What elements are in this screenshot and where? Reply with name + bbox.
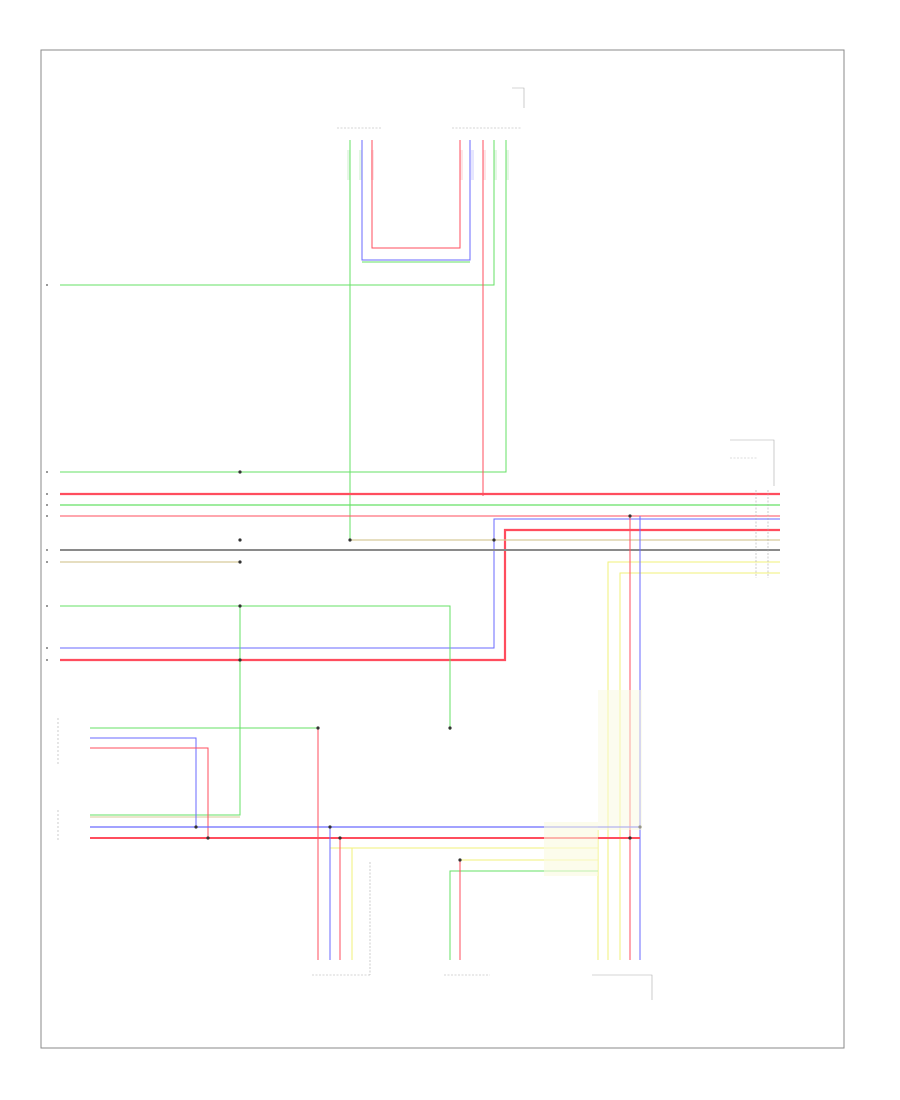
right-terminals: [755, 490, 769, 578]
component-bottom-right: [592, 974, 653, 1000]
top-wire-labels: [347, 150, 509, 180]
wire-red: [90, 747, 209, 838]
wire-yellow: [619, 572, 780, 830]
wire-green: [449, 870, 598, 960]
right-vertical-labels: [544, 690, 642, 876]
wire-red: [60, 528, 780, 662]
component-top-right-box: [730, 439, 775, 486]
wire-green: [60, 605, 451, 730]
wire-blue: [60, 518, 780, 649]
wire-green: [60, 140, 495, 286]
wire-green: [90, 606, 241, 816]
component-bottom-center-left: [312, 862, 371, 976]
component-top-right: [452, 87, 525, 129]
diagram-frame: [40, 49, 845, 1049]
wire-blue: [90, 737, 197, 827]
splice-points: [194, 470, 642, 862]
wire-red: [371, 140, 461, 249]
wire-blue: [361, 140, 471, 261]
left-pin-markers: [46, 284, 48, 661]
wire-green: [60, 140, 507, 473]
